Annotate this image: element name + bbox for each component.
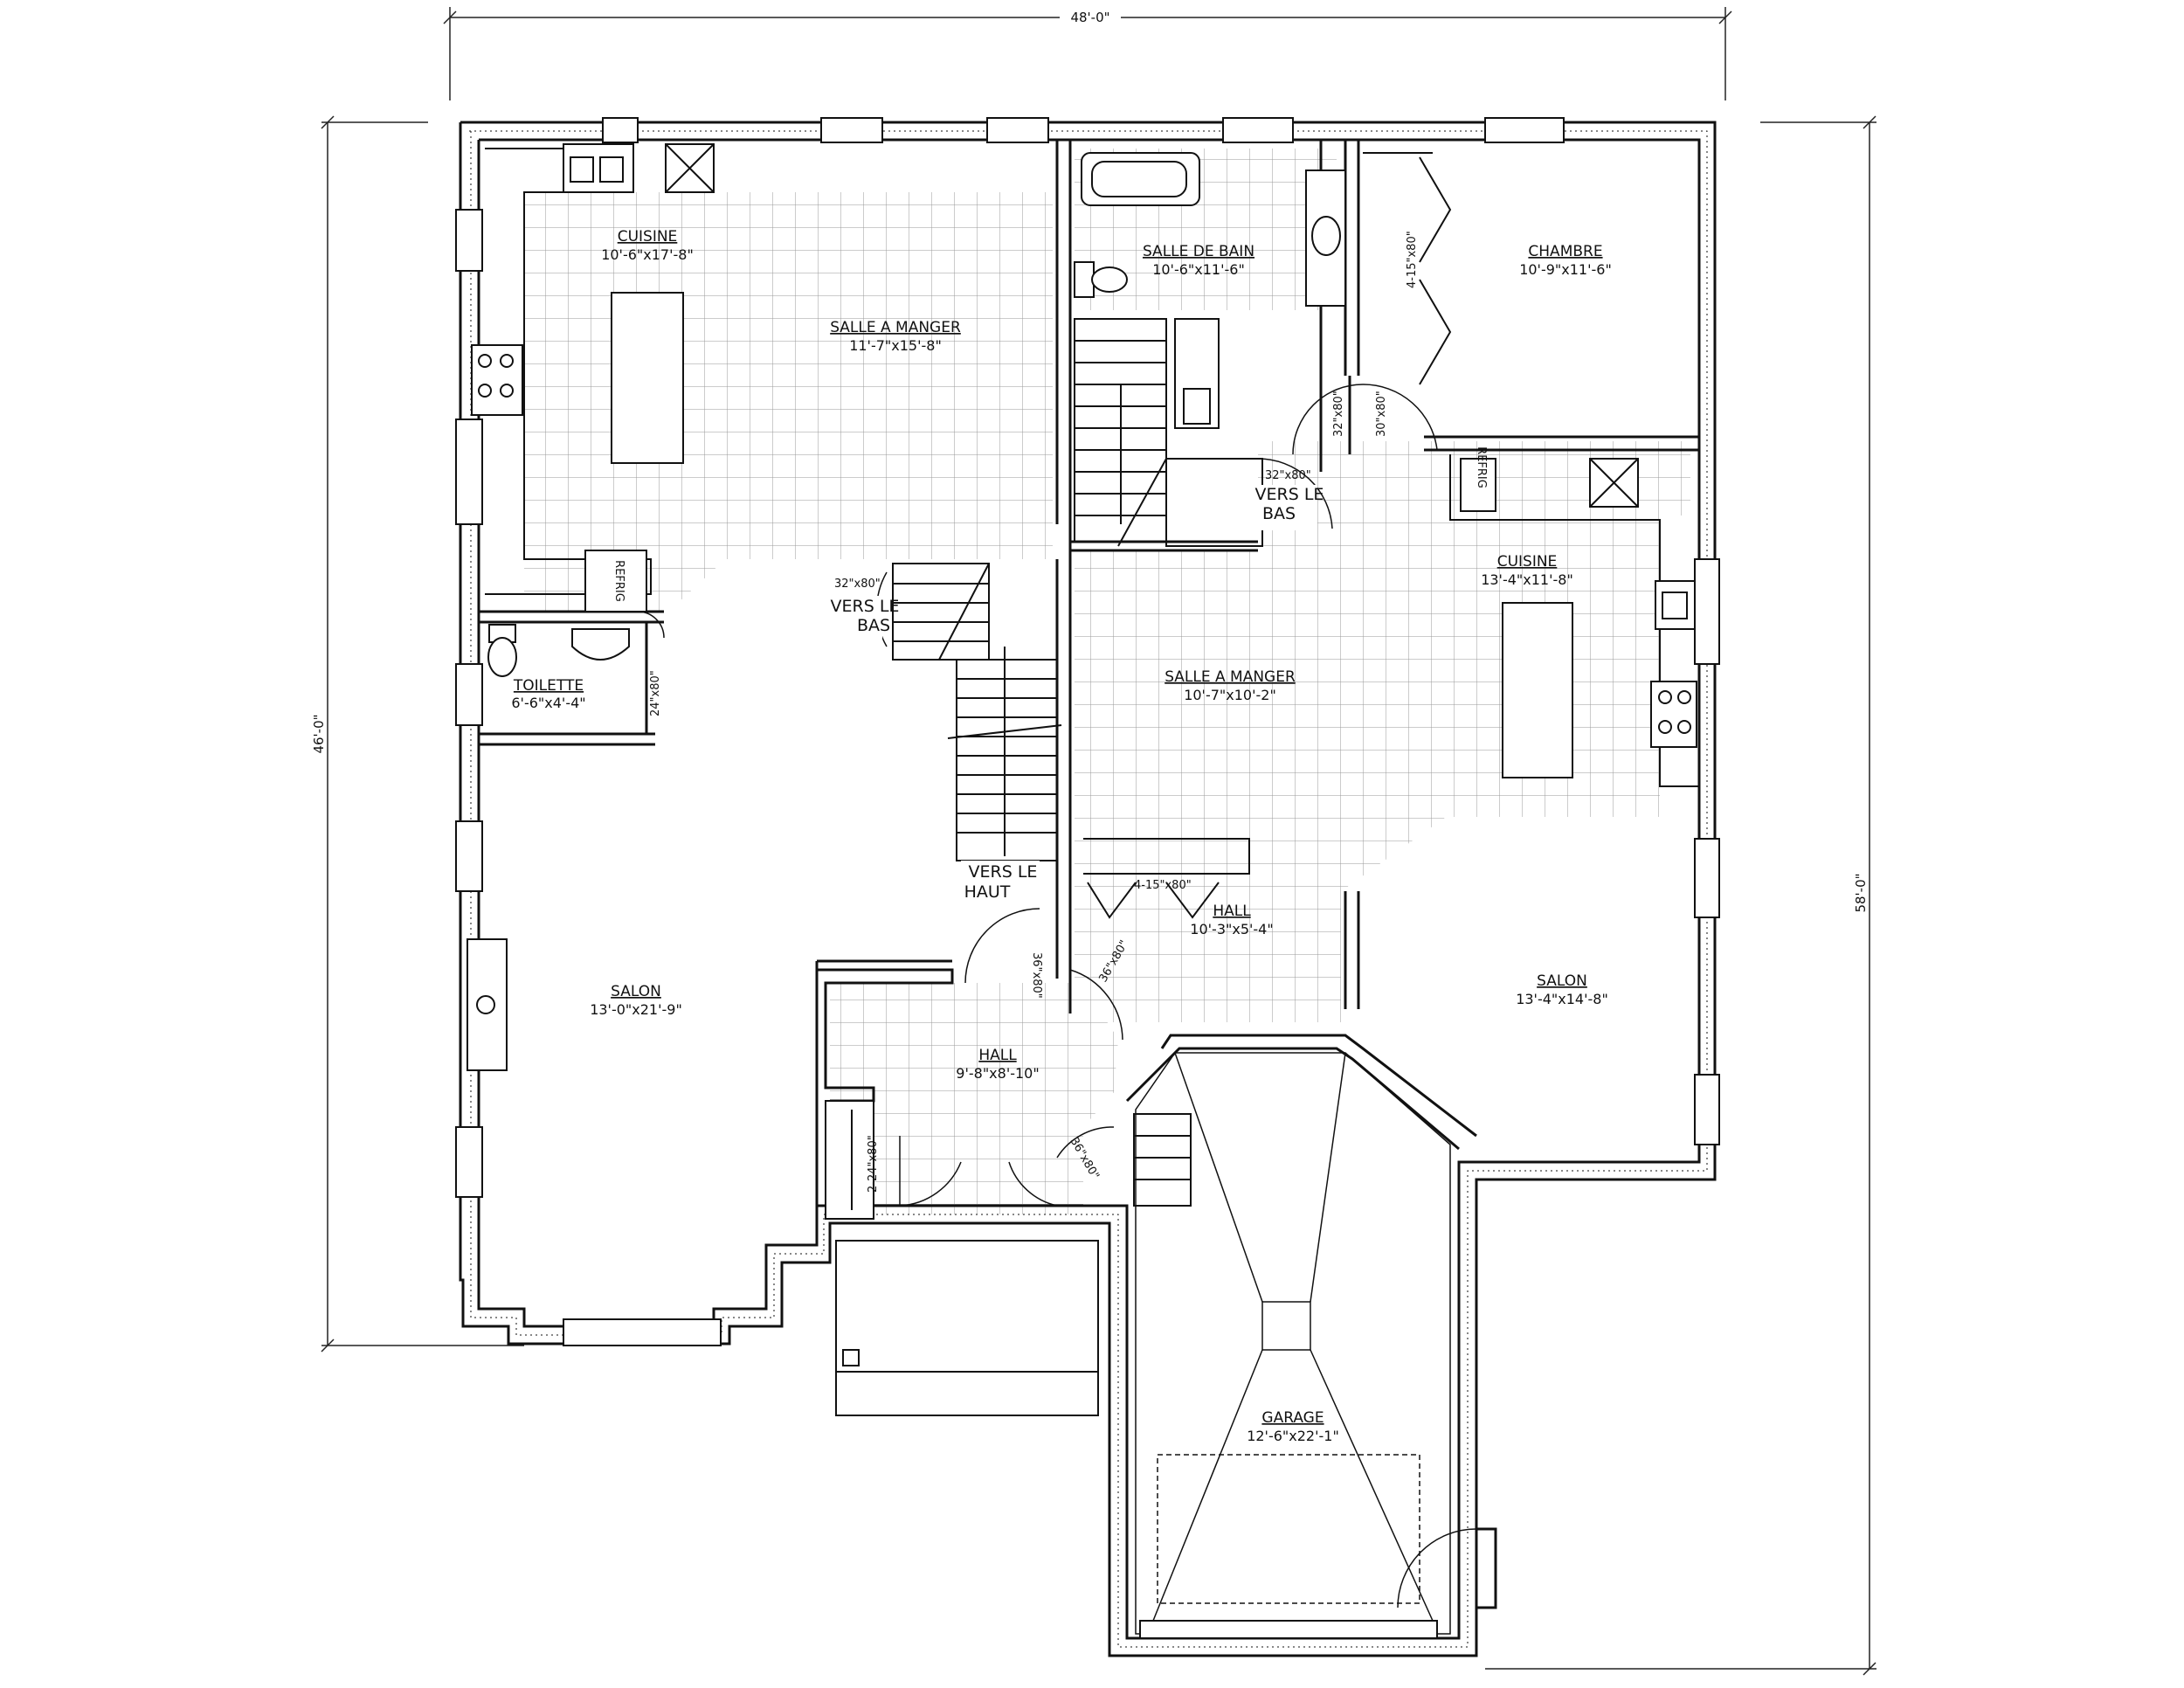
note-closet-chambre: 4-15"x80" bbox=[1406, 231, 1419, 288]
room-dim: 10'-3"x5'-4" bbox=[1190, 921, 1273, 937]
room-dim: 10'-7"x10'-2" bbox=[1184, 687, 1276, 703]
room-name: SALON bbox=[611, 983, 661, 1000]
vers-le-haut-line2: HAUT bbox=[964, 882, 1011, 902]
room-name: SALLE A MANGER bbox=[830, 319, 961, 336]
note-door-36-hall: 36"x80" bbox=[1030, 952, 1043, 999]
note-closet-hall-left: 2-24"x80" bbox=[867, 1135, 880, 1193]
note-door-30-chambre: 30"x80" bbox=[1375, 391, 1388, 437]
room-dim: 13'-4"x14'-8" bbox=[1516, 991, 1608, 1007]
room-cuisine-left: CUISINE 10'-6"x17'-8" bbox=[601, 228, 694, 263]
dim-left-label: 46'-0" bbox=[311, 714, 327, 753]
room-name: TOILETTE bbox=[513, 677, 584, 695]
room-salle-a-manger-left: SALLE A MANGER 11'-7"x15'-8" bbox=[830, 319, 961, 354]
room-name: CUISINE bbox=[1497, 553, 1558, 571]
room-chambre: CHAMBRE 10'-9"x11'-6" bbox=[1519, 243, 1612, 278]
dim-right-label: 58'-0" bbox=[1853, 873, 1869, 912]
room-dim: 13'-0"x21'-9" bbox=[590, 1001, 682, 1018]
room-name: SALLE DE BAIN bbox=[1143, 243, 1254, 260]
refrig-left-label: REFRIG bbox=[612, 560, 625, 602]
room-dim: 10'-6"x11'-6" bbox=[1152, 261, 1245, 278]
room-salle-a-manger-right: SALLE A MANGER 10'-7"x10'-2" bbox=[1165, 668, 1296, 703]
room-dim: 9'-8"x8'-10" bbox=[956, 1065, 1039, 1082]
vers-le-bas-left-line2: BAS bbox=[857, 616, 890, 635]
note-door-32-stair-right: 32"x80" bbox=[1265, 469, 1311, 482]
room-dim: 10'-6"x17'-8" bbox=[601, 246, 694, 263]
tiled-floor-right-unit bbox=[1075, 441, 1690, 1022]
room-salle-de-bain: SALLE DE BAIN 10'-6"x11'-6" bbox=[1143, 243, 1254, 278]
note-closet-hall-right: 4-15"x80" bbox=[1134, 879, 1192, 892]
room-cuisine-right: CUISINE 13'-4"x11'-8" bbox=[1481, 553, 1573, 588]
room-labels: CUISINE 10'-6"x17'-8" SALLE A MANGER 11'… bbox=[511, 228, 1611, 1444]
note-door-32-chambre: 32"x80" bbox=[1332, 391, 1345, 437]
garage-outline bbox=[1135, 1052, 1497, 1639]
stair-labels: VERS LE BAS VERS LE BAS VERS LE HAUT REF… bbox=[612, 446, 1488, 906]
fixtures bbox=[467, 143, 1699, 1220]
room-name: CUISINE bbox=[618, 228, 678, 246]
room-toilette: TOILETTE 6'-6"x4'-4" bbox=[511, 677, 585, 711]
note-door-32-stair-left: 32"x80" bbox=[834, 578, 881, 591]
room-garage: GARAGE 12'-6"x22'-1" bbox=[1247, 1409, 1339, 1444]
room-name: SALON bbox=[1537, 972, 1587, 990]
room-salon-left: SALON 13'-0"x21'-9" bbox=[590, 983, 682, 1018]
vers-le-bas-left-line1: VERS LE bbox=[831, 597, 900, 616]
tiled-floor-hall-left bbox=[830, 983, 1118, 1214]
tiled-floors bbox=[524, 149, 1690, 1214]
room-hall-left: HALL 9'-8"x8'-10" bbox=[956, 1047, 1039, 1082]
stairs bbox=[892, 318, 1263, 1207]
room-name: GARAGE bbox=[1261, 1409, 1324, 1427]
room-dim: 13'-4"x11'-8" bbox=[1481, 571, 1573, 588]
room-salon-right: SALON 13'-4"x14'-8" bbox=[1516, 972, 1608, 1007]
room-name: HALL bbox=[1213, 903, 1251, 920]
room-dim: 11'-7"x15'-8" bbox=[849, 337, 942, 354]
room-dim: 10'-9"x11'-6" bbox=[1519, 261, 1612, 278]
entrance-porch bbox=[835, 1240, 1099, 1416]
room-dim: 12'-6"x22'-1" bbox=[1247, 1428, 1339, 1444]
room-dim: 6'-6"x4'-4" bbox=[511, 695, 585, 711]
room-name: SALLE A MANGER bbox=[1165, 668, 1296, 686]
outer-walls bbox=[459, 121, 1717, 1657]
door-swings bbox=[637, 384, 1438, 1207]
note-door-24-toilette: 24"x80" bbox=[649, 670, 662, 716]
dim-top-bg bbox=[1060, 5, 1121, 26]
room-hall-right: HALL 10'-3"x5'-4" bbox=[1190, 903, 1273, 937]
room-name: CHAMBRE bbox=[1528, 243, 1602, 260]
dim-top-label: 48'-0" bbox=[1070, 10, 1109, 25]
vers-le-haut-line1: VERS LE bbox=[969, 862, 1038, 882]
vers-le-bas-right-line2: BAS bbox=[1262, 504, 1296, 523]
room-name: HALL bbox=[978, 1047, 1017, 1064]
vers-le-bas-right-line1: VERS LE bbox=[1255, 485, 1324, 504]
dimension-lines bbox=[321, 7, 1876, 1676]
refrig-right-label: REFRIG bbox=[1475, 446, 1488, 488]
